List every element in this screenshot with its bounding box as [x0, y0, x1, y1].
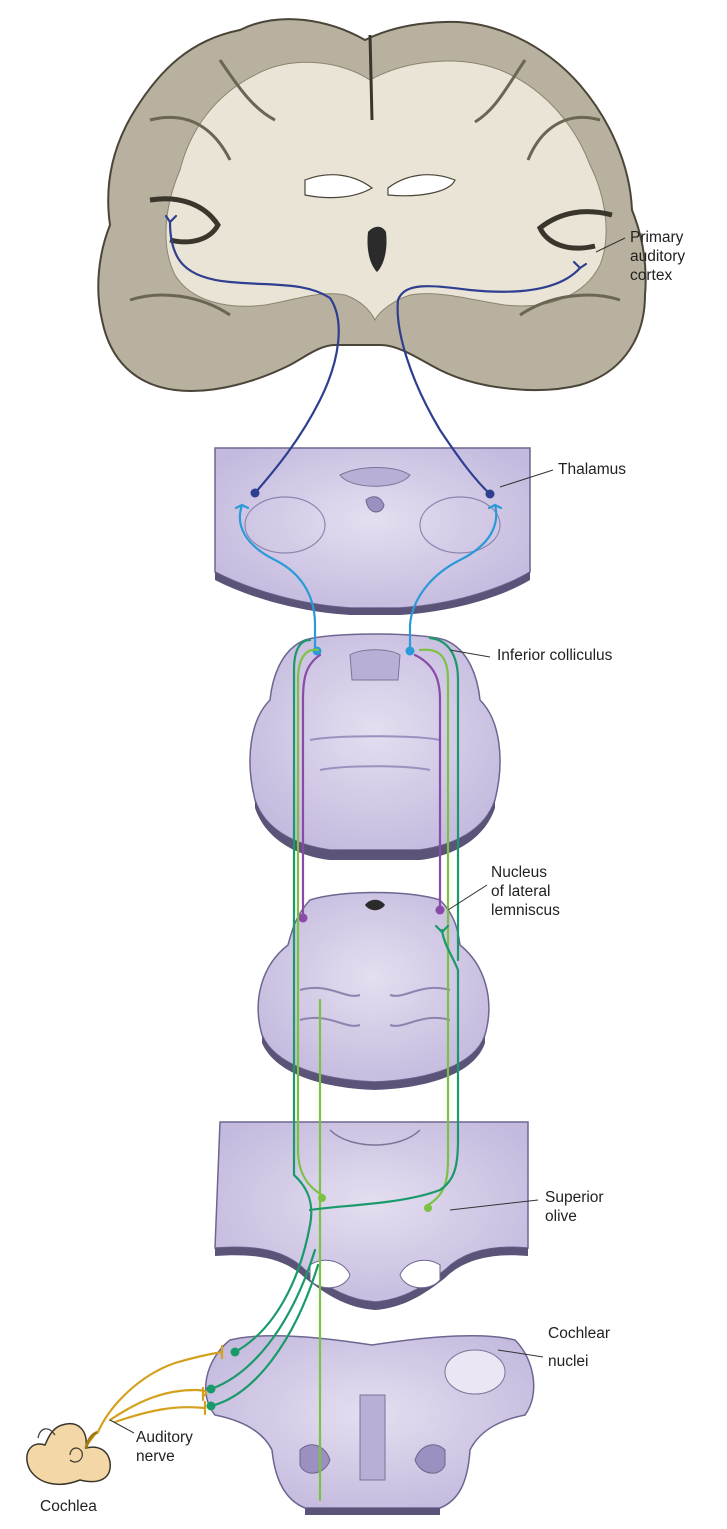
label-primary-auditory-cortex: Primary auditory cortex — [630, 228, 685, 285]
midline-fissure — [370, 35, 372, 120]
nerve-root — [86, 1432, 98, 1448]
label-nucleus-lateral-lemniscus: Nucleus of lateral lemniscus — [491, 863, 560, 920]
label-inferior-colliculus: Inferior colliculus — [497, 646, 612, 665]
label-superior-olive: Superior olive — [545, 1188, 604, 1226]
cochlear-node-low — [207, 1402, 216, 1411]
cochlear-node-mid — [207, 1385, 216, 1394]
right-cochlear-nucleus — [445, 1350, 505, 1394]
colliculus-node-right — [406, 647, 415, 656]
slab-edge — [305, 1508, 440, 1515]
lemniscus-node-left — [299, 914, 308, 923]
thalamus-node-left — [251, 489, 260, 498]
label-auditory-nerve: Auditory nerve — [136, 1428, 193, 1466]
label-thalamus: Thalamus — [558, 460, 626, 479]
olive-node-left — [318, 1194, 326, 1202]
lateral-lemniscus-section — [258, 893, 489, 1091]
superior-olive-slab — [215, 1122, 528, 1302]
olive-node-right — [424, 1204, 432, 1212]
coronal-brain-section — [98, 19, 645, 391]
label-cochlear-nuclei: Cochlear nuclei — [548, 1320, 610, 1376]
cochlear-nuclei-section — [206, 1336, 534, 1515]
inferior-colliculus-section — [250, 634, 500, 860]
lemniscus-node-right — [436, 906, 445, 915]
label-cochlea: Cochlea — [40, 1497, 97, 1516]
thalamus-section — [215, 448, 530, 615]
midline-raphe — [360, 1395, 385, 1480]
superior-olive-section — [215, 1122, 528, 1310]
lateral-lemniscus-slab — [258, 893, 489, 1083]
leader-nucleus-lateral-lemniscus — [448, 885, 487, 910]
cochlear-node-top — [231, 1348, 240, 1357]
leader-auditory-nerve — [110, 1420, 134, 1433]
periaqueductal-region — [350, 650, 400, 680]
thalamus-node-right — [486, 490, 495, 499]
